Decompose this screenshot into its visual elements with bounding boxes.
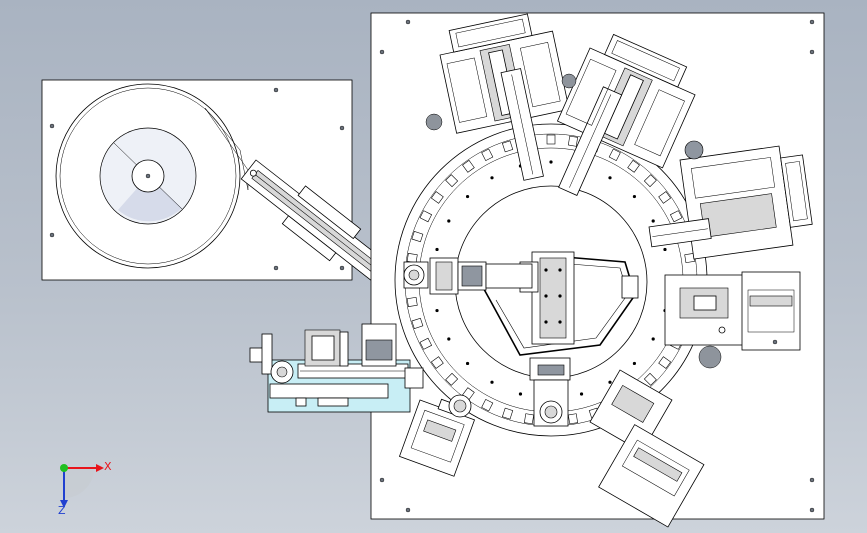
dial-slot bbox=[419, 210, 433, 223]
dial-pin bbox=[447, 219, 451, 223]
dial-pin bbox=[651, 337, 655, 341]
plate-cutouts bbox=[425, 73, 722, 369]
dial-slot bbox=[430, 191, 444, 204]
dial-pin bbox=[608, 380, 612, 384]
dial-slot bbox=[502, 407, 514, 420]
dial-pin bbox=[435, 247, 439, 252]
dial-slot bbox=[481, 148, 494, 162]
feed-track[interactable] bbox=[235, 152, 412, 304]
dial-slot bbox=[608, 148, 621, 162]
y-axis-dot bbox=[60, 464, 68, 472]
z-axis-arrow bbox=[60, 500, 68, 508]
dial-pin bbox=[663, 247, 667, 252]
dial-slot bbox=[567, 413, 578, 425]
reel-panel[interactable] bbox=[41, 79, 353, 281]
tape-reel[interactable] bbox=[55, 83, 241, 269]
dial-pin bbox=[549, 160, 553, 164]
z-axis-label: Z bbox=[58, 504, 66, 517]
dial-slot bbox=[411, 231, 424, 243]
dial-slot bbox=[445, 174, 459, 188]
dial-slot bbox=[406, 253, 418, 264]
dial-pin bbox=[518, 392, 523, 396]
dial-slot bbox=[445, 372, 459, 386]
dial-slot bbox=[462, 159, 475, 173]
dial-slot bbox=[643, 372, 657, 386]
dial-slot bbox=[567, 135, 578, 147]
station-top-left[interactable] bbox=[435, 10, 581, 192]
center-bracket[interactable] bbox=[478, 251, 639, 356]
x-axis-arrow bbox=[96, 464, 104, 472]
dial-pin bbox=[632, 194, 637, 199]
dial-pin bbox=[579, 392, 584, 396]
dial-pin bbox=[651, 219, 655, 223]
dial-pin bbox=[490, 380, 494, 384]
dial-pin bbox=[435, 308, 439, 313]
dial-pin bbox=[465, 361, 470, 366]
dial-slot bbox=[481, 398, 494, 412]
dial-slot bbox=[502, 140, 514, 153]
dial-pin bbox=[608, 176, 612, 180]
left-feeder-assembly[interactable] bbox=[249, 323, 424, 413]
dial-slot bbox=[524, 413, 535, 425]
dial-slot bbox=[658, 356, 672, 369]
dial-pin bbox=[447, 337, 451, 341]
dial-slot bbox=[411, 317, 424, 329]
pickup-arm[interactable] bbox=[403, 257, 533, 295]
dial-slot bbox=[546, 134, 556, 145]
dial-pin bbox=[632, 361, 637, 366]
coordinate-triad: X Z bbox=[58, 460, 112, 517]
station-lower-left[interactable] bbox=[398, 392, 477, 477]
dial-pin bbox=[490, 176, 494, 180]
dial-slot bbox=[627, 159, 640, 173]
bottom-nozzle-station[interactable] bbox=[529, 357, 571, 427]
station-mid-right[interactable] bbox=[664, 271, 801, 351]
dial-slot bbox=[643, 174, 657, 188]
x-axis-label: X bbox=[104, 460, 112, 473]
dial-pin bbox=[465, 194, 470, 199]
dial-slot bbox=[406, 296, 418, 307]
dial-slot bbox=[658, 191, 672, 204]
station-right[interactable] bbox=[640, 140, 814, 265]
dial-slot bbox=[669, 210, 683, 223]
station-lower-right[interactable] bbox=[564, 369, 724, 528]
dial-slot bbox=[430, 356, 444, 369]
dial-slot bbox=[419, 337, 433, 350]
base-screw-holes bbox=[379, 19, 815, 513]
station-top-right[interactable] bbox=[533, 28, 704, 223]
panel-screw-holes bbox=[49, 87, 345, 271]
